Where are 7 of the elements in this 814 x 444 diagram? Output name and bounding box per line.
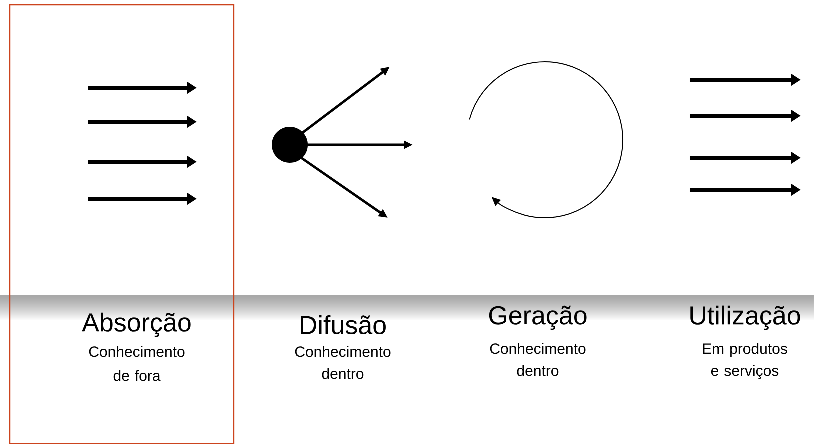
caption: Em produtos e serviços [703,343,788,380]
heading: Geração [489,306,587,330]
caption: Conhecimento dentro [490,343,586,376]
caption: Conhecimento dentro [295,346,391,380]
heading: Difusão [301,315,386,335]
heading: Utilização [690,306,800,330]
highlight-box: Absorção Conhecimento de fora [9,4,235,444]
